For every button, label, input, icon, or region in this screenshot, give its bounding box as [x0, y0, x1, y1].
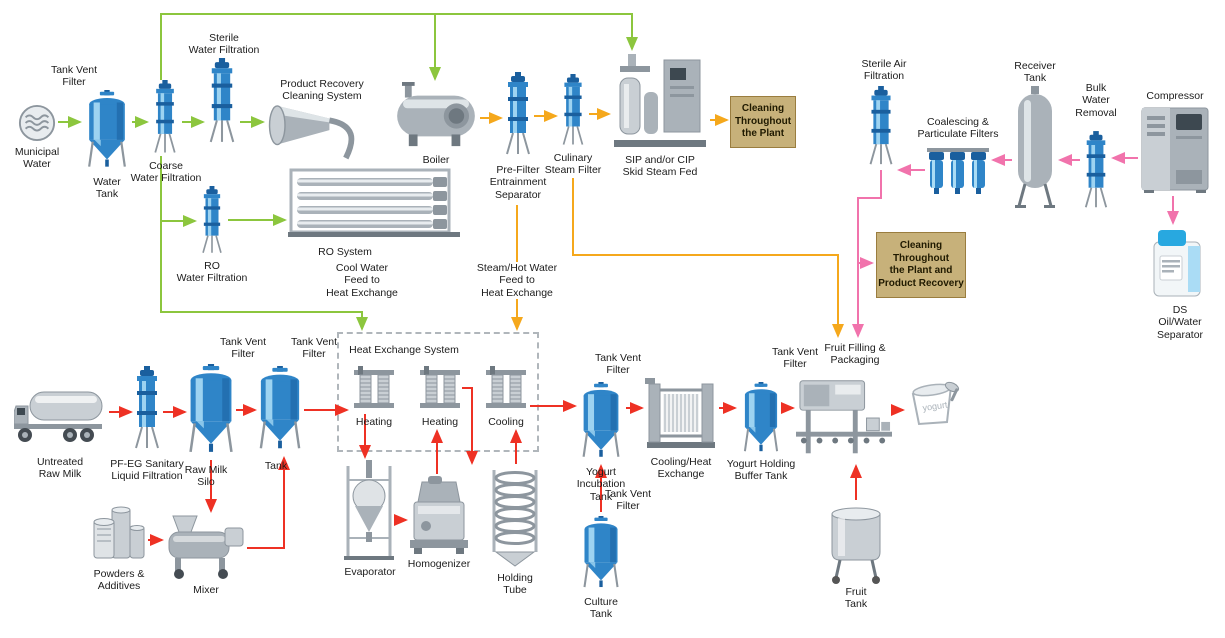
ro-water-filtration-label: RO Water Filtration [176, 260, 248, 285]
homogenizer-label: Homogenizer [407, 558, 471, 570]
receiver-tank-icon [1014, 86, 1056, 210]
heat-exchange-system-box [337, 332, 539, 452]
cooling-heat-exchange-label: Cooling/Heat Exchange [650, 456, 712, 481]
yogurt-holding-buffer-tank-icon [738, 382, 784, 456]
tank-label: Tank [264, 460, 288, 472]
coarse-water-filtration-label: Coarse Water Filtration [130, 160, 202, 185]
mixer-icon [165, 514, 247, 582]
pre-filter-label: Pre-Filter Entrainment Separator [489, 164, 547, 201]
product-recovery-label: Product Recovery Cleaning System [280, 78, 364, 103]
culinary-steam-filter-label: Culinary Steam Filter [544, 152, 602, 177]
hx-heating-1-icon [352, 366, 396, 412]
powders-additives-label: Powders & Additives [93, 568, 145, 593]
bulk-water-removal-icon [1083, 126, 1109, 216]
powders-additives-icon [92, 502, 146, 566]
municipal-water-label: Municipal Water [14, 146, 60, 171]
water-tank-vent-filter-label: Tank Vent Filter [50, 64, 98, 89]
sip-cip-skid-icon [612, 52, 708, 150]
tank-vent-filter-label: Tank Vent Filter [290, 336, 338, 361]
heating-1-label: Heating [355, 416, 393, 428]
water-tank-label: Water Tank [93, 176, 121, 201]
cooling-label: Cooling [488, 416, 524, 428]
culture-tank-icon [576, 516, 626, 592]
hx-cooling-icon [484, 366, 528, 412]
municipal-water-icon [18, 104, 56, 142]
ds-oil-water-separator-label: DS Oil/Water Separator [1156, 304, 1204, 341]
ro-system-label: RO System [318, 246, 372, 258]
holding-tube-label: Holding Tube [497, 572, 533, 597]
evaporator-label: Evaporator [344, 566, 396, 578]
pre-filter-entrainment-separator-icon [504, 70, 532, 160]
raw-milk-silo-icon [188, 364, 234, 458]
fruit-filling-packaging-label: Fruit Filling & Packaging [824, 342, 886, 367]
sterile-air-filtration-icon [867, 86, 895, 168]
yogurt-cup-text: yogurt [922, 400, 949, 413]
buffer-vent-filter-label: Tank Vent Filter [771, 346, 819, 371]
yogurt-cup-icon: yogurt [906, 378, 962, 432]
water-tank-icon [84, 90, 130, 172]
raw-milk-silo-label: Raw Milk Silo [184, 464, 228, 489]
coalescing-particulate-filters-icon [927, 146, 989, 200]
coalescing-filters-label: Coalescing & Particulate Filters [917, 116, 999, 141]
yogurt-incubation-tank-icon [578, 382, 624, 462]
incubation-vent-filter-label: Tank Vent Filter [594, 352, 642, 377]
heating-2-label: Heating [421, 416, 459, 428]
sterile-air-filtration-label: Sterile Air Filtration [861, 58, 907, 83]
untreated-raw-milk-label: Untreated Raw Milk [36, 456, 84, 481]
cleaning-plant-product-recovery-box: Cleaning Throughout the Plant and Produc… [876, 232, 966, 298]
boiler-icon [394, 82, 478, 150]
silo-tank-vent-filter-label: Tank Vent Filter [219, 336, 267, 361]
evaporator-icon [342, 460, 396, 562]
holding-tube-icon [490, 466, 540, 570]
yogurt-incubation-tank-label: Yogurt Incubation Tank [576, 466, 626, 503]
hx-heating-2-icon [418, 366, 462, 412]
buffer-tank-label: Yogurt Holding Buffer Tank [726, 458, 796, 483]
coarse-water-filtration-icon [150, 80, 180, 156]
compressor-icon [1140, 106, 1210, 194]
cleaning-throughout-plant-box: Cleaning Throughout the Plant [730, 96, 796, 148]
cool-water-feed-label: Cool Water Feed to Heat Exchange [323, 262, 401, 300]
heat-exchange-system-title: Heat Exchange System [349, 344, 459, 356]
fruit-filling-packaging-icon [796, 376, 892, 462]
sterile-water-filtration-label: Sterile Water Filtration [188, 32, 260, 57]
pf-eg-label: PF-EG Sanitary Liquid Filtration [110, 458, 184, 483]
cooling-heat-exchange-icon [645, 376, 717, 452]
compressor-label: Compressor [1146, 90, 1204, 102]
culinary-steam-filter-icon [559, 74, 587, 148]
bulk-water-removal-label: Bulk Water Removal [1075, 82, 1117, 119]
culture-vent-filter-label: Tank Vent Filter [604, 488, 652, 513]
culture-tank-label: Culture Tank [584, 596, 618, 621]
tank-icon [258, 366, 302, 454]
untreated-raw-milk-truck-icon [14, 386, 108, 448]
sip-cip-label: SIP and/or CIP Skid Steam Fed [622, 154, 698, 179]
mixer-label: Mixer [193, 584, 219, 596]
steam-hot-water-feed-label: Steam/Hot Water Feed to Heat Exchange [473, 262, 561, 300]
homogenizer-icon [408, 476, 470, 556]
ds-oil-water-separator-icon [1148, 226, 1206, 300]
boiler-label: Boiler [422, 154, 450, 166]
product-recovery-cleaning-system-icon [266, 104, 360, 160]
fruit-tank-label: Fruit Tank [844, 586, 868, 611]
pf-eg-sanitary-liquid-filtration-icon [133, 364, 161, 454]
receiver-tank-label: Receiver Tank [1014, 60, 1056, 85]
fruit-tank-icon [828, 502, 884, 584]
